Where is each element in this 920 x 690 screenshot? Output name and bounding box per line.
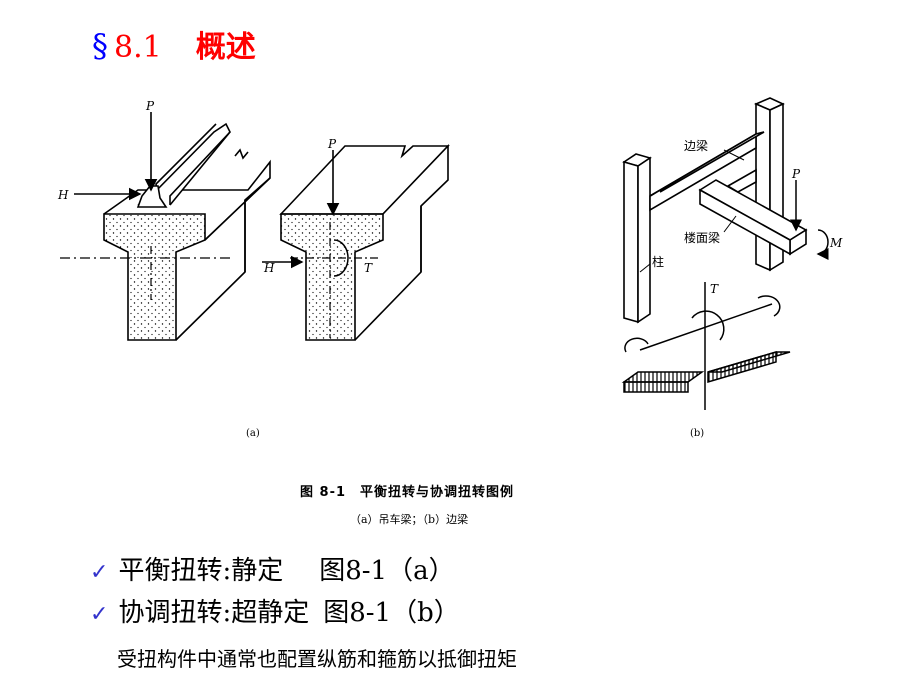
label-edge-beam: 边梁 xyxy=(684,138,708,153)
checkmark-icon: ✓ xyxy=(90,602,109,627)
crane-beam-right xyxy=(279,144,450,341)
section-number: 8.1 xyxy=(114,30,162,65)
figure-subcaption: （a）吊车梁；（b）边梁 xyxy=(350,513,469,526)
crane-beam-left xyxy=(60,122,271,341)
edge-beam-frame xyxy=(622,97,808,324)
bullet-equilibrium-torsion: ✓ 平衡扭转:静定 图8-1（a） xyxy=(90,550,455,587)
checkmark-icon: ✓ xyxy=(90,560,109,585)
section-symbol: § xyxy=(92,27,108,65)
label-p-left: P xyxy=(145,99,155,113)
label-p-right: P xyxy=(327,137,337,151)
bullet-label: 协调扭转:超静定 xyxy=(118,598,310,628)
section-heading: 概述 xyxy=(195,30,256,65)
label-t-right: T xyxy=(364,261,373,275)
label-h-right: H xyxy=(263,261,275,275)
torque-diagram xyxy=(621,282,791,410)
label-h-left: H xyxy=(57,188,69,202)
bullet-compatibility-torsion: ✓ 协调扭转:超静定图8-1（b） xyxy=(90,592,460,629)
note-text: 受扭构件中通常也配置纵筋和箍筋以抵御扭矩 xyxy=(117,647,517,671)
label-m-b: M xyxy=(829,236,843,250)
label-t-b: T xyxy=(710,282,719,296)
label-column: 柱 xyxy=(652,254,664,269)
label-floor-beam: 楼面梁 xyxy=(684,230,720,245)
bullet-label: 平衡扭转:静定 xyxy=(118,556,284,586)
label-p-b: P xyxy=(791,167,801,181)
slide-title: §8.1 概述 xyxy=(92,22,256,66)
subfigure-label-a: (a) xyxy=(246,428,260,439)
bullet-figure-ref: 图8-1（a） xyxy=(319,556,455,586)
subfigure-label-b: (b) xyxy=(690,428,704,439)
figure-caption: 图 8-1 平衡扭转与协调扭转图例 xyxy=(300,485,515,500)
bullet-figure-ref: 图8-1（b） xyxy=(323,598,460,628)
